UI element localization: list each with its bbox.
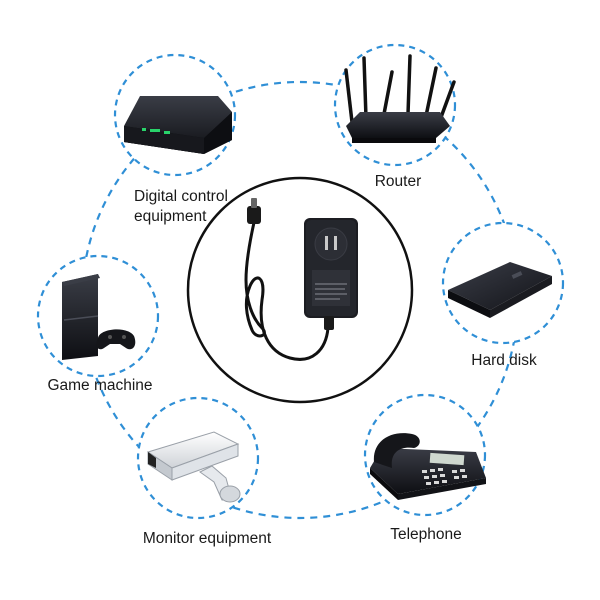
- hard-disk-icon: [448, 262, 552, 318]
- device-circle-monitor: [136, 396, 260, 520]
- power-adapter-icon: [244, 198, 358, 361]
- device-circle-telephone: [363, 393, 487, 517]
- label-hard-disk: Hard disk: [471, 352, 537, 369]
- label-monitor: Monitor equipment: [142, 530, 272, 547]
- device-circle-game: [36, 254, 160, 378]
- label-digital-control: Digital control equipment: [134, 187, 228, 227]
- label-digital-control-line2: equipment: [134, 208, 207, 225]
- device-circle-digital-control: [113, 53, 237, 177]
- label-telephone: Telephone: [390, 526, 462, 543]
- label-digital-control-line1: Digital control: [134, 188, 228, 205]
- set-top-box-icon: [124, 96, 232, 154]
- label-game: Game machine: [47, 377, 153, 394]
- router-icon: [344, 54, 456, 143]
- device-circle-hard-disk: [441, 221, 565, 345]
- label-router: Router: [374, 173, 422, 190]
- game-console-icon: [62, 274, 136, 360]
- device-circle-router: [333, 43, 457, 167]
- security-camera-icon: [146, 431, 241, 503]
- telephone-icon: [370, 433, 486, 500]
